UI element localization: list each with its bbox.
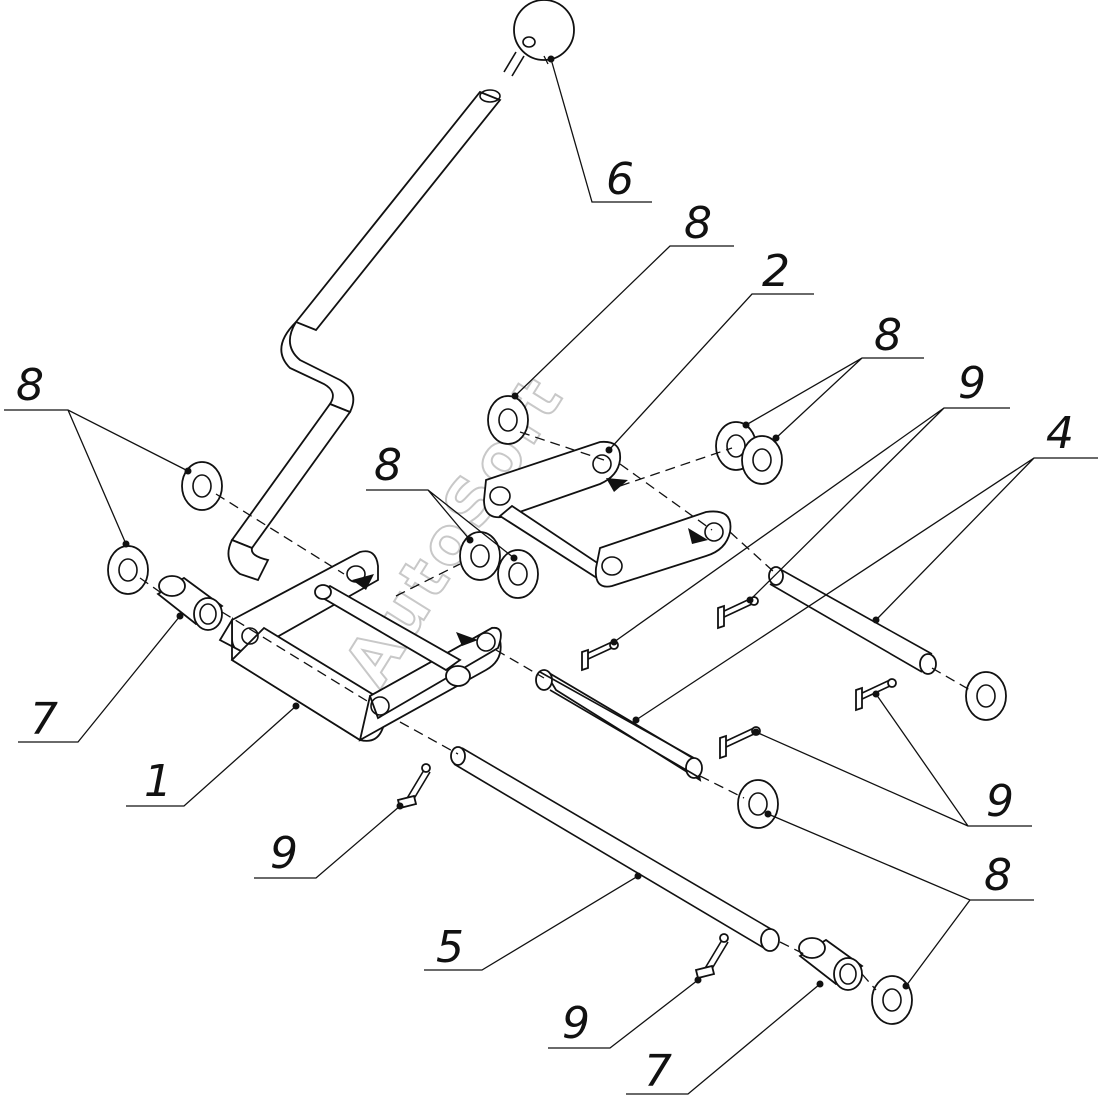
callout-8-top: 8 xyxy=(684,198,712,249)
callout-1: 1 xyxy=(144,756,172,807)
base-frame-part-1 xyxy=(218,550,502,742)
callout-9-bottom: 9 xyxy=(562,998,590,1049)
long-pin-part-5 xyxy=(450,746,780,952)
callout-9-lower-right: 9 xyxy=(986,776,1014,827)
callout-8-right: 8 xyxy=(874,310,902,361)
lever-handle-part-6 xyxy=(227,0,575,582)
assembly-axes xyxy=(139,55,971,991)
bushing-part-7-bottom xyxy=(798,937,864,991)
callouts: 6 8 2 8 9 4 8 8 xyxy=(4,55,1098,1097)
callout-7-bottom: 7 xyxy=(644,1046,672,1097)
callout-9-left: 9 xyxy=(270,828,298,879)
callout-2: 2 xyxy=(762,246,790,297)
callout-8-left: 8 xyxy=(16,360,44,411)
washers-part-8 xyxy=(107,395,1007,1025)
pin-part-4-right xyxy=(768,566,937,675)
pin-part-4-left xyxy=(535,669,703,782)
cotter-pins-part-9 xyxy=(396,596,897,980)
callout-4: 4 xyxy=(1046,408,1074,459)
bushing-part-7-left xyxy=(156,575,224,631)
callout-8-middle: 8 xyxy=(374,440,402,491)
callout-7-left: 7 xyxy=(30,694,58,745)
link-plates-part-2 xyxy=(483,440,732,588)
callout-5: 5 xyxy=(436,922,464,973)
callout-9-upper-right: 9 xyxy=(958,358,986,409)
callout-6: 6 xyxy=(606,154,634,205)
callout-8-bottom-right: 8 xyxy=(984,850,1012,901)
